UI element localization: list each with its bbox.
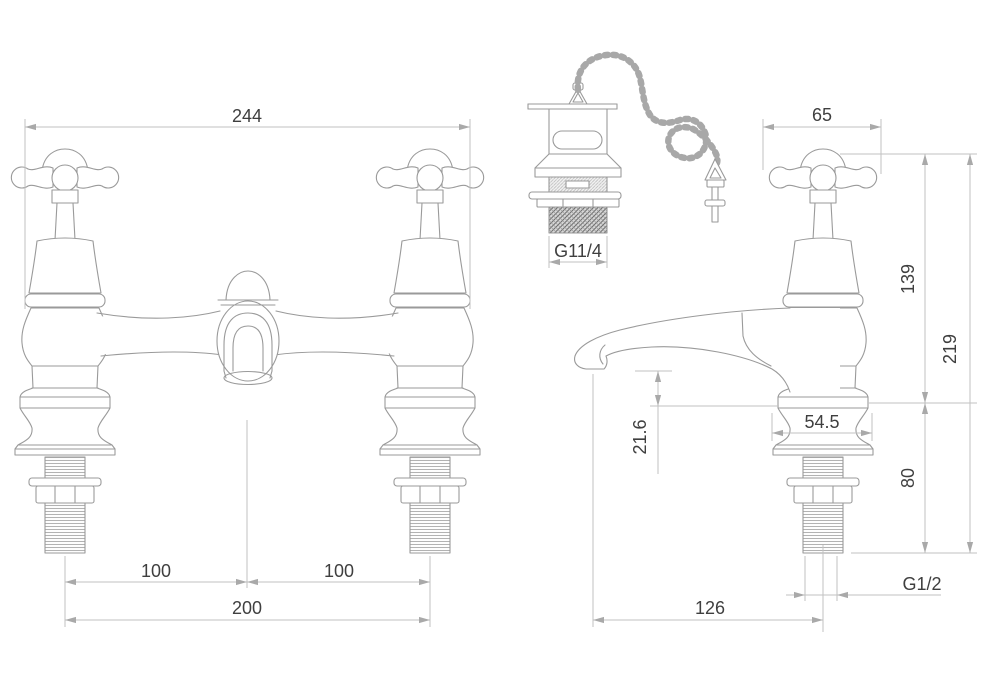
dim-side-spout-clearance-label: 21.6 [630,419,650,454]
dim-side-tail-length-label: 80 [898,468,918,488]
chain-stay [704,158,727,223]
dim-side-spout-projection-label: 126 [695,598,725,618]
centre-spout-front [216,270,280,386]
dim-side-spout-projection: 126 [592,374,824,632]
dim-side-tail-thread: G1/2 [786,556,942,601]
dim-side-handle-width: 65 [762,105,882,174]
dim-side-tail-length: 80 [898,403,929,553]
plug-chain [574,51,721,167]
side-spout [574,307,840,393]
waste-body [527,103,622,234]
dim-side-tail-thread-label: G1/2 [902,574,941,594]
dim-waste-thread-label: G11/4 [554,241,602,261]
dim-front-overall-width: 244 [24,106,471,309]
dim-side-body-width: 54.5 [771,412,873,441]
dim-side-spout-clearance: 21.6 [630,371,662,474]
dim-front-overall-width-label: 244 [232,106,262,126]
dim-front-left-centre-label: 100 [141,561,171,581]
dim-front-tail-spacing: 100 100 200 [64,420,431,627]
dim-side-overall-height-label: 219 [940,334,960,364]
dim-front-right-centre-label: 100 [324,561,354,581]
front-view [10,148,485,554]
dim-side-handle-width-label: 65 [812,105,832,125]
side-reference-lines [635,153,977,554]
side-view [574,148,878,554]
waste-plug-view [527,51,727,234]
dimension-annotations: 244 100 100 200 G11/4 [24,105,977,632]
dim-waste-thread: G11/4 [548,236,608,268]
dim-side-handle-height: 139 [898,154,929,403]
dim-front-tail-centres-label: 200 [232,598,262,618]
dim-side-body-width-label: 54.5 [804,412,839,432]
dim-side-overall-height: 219 [940,154,974,553]
dim-side-handle-height-label: 139 [898,264,918,294]
